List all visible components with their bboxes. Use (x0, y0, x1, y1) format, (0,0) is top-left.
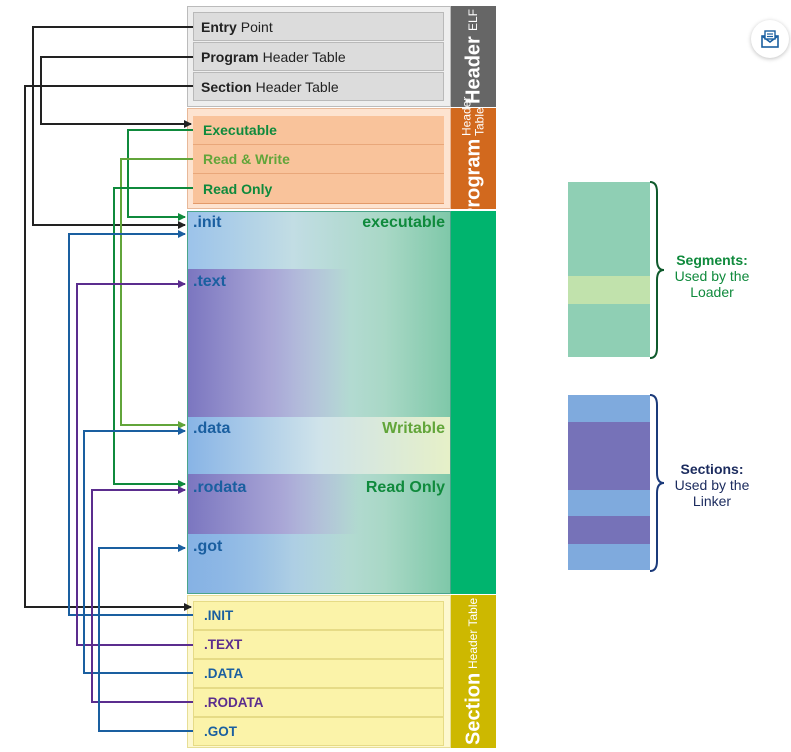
envelope-icon (761, 30, 779, 48)
arrow-entry-to-init (32, 26, 193, 229)
legend-section-4 (568, 516, 650, 544)
sections-legend-title: Sections: (680, 461, 744, 477)
section-row-init: .INIT (193, 601, 444, 630)
sections-brace (649, 394, 665, 572)
legend-section-2 (568, 422, 650, 490)
segments-legend-title: Segments: (676, 252, 748, 268)
legend-section-5 (568, 544, 650, 570)
section-label-data: .data (193, 420, 231, 437)
arrow-rodata-section (91, 486, 193, 703)
rodata-region (188, 474, 358, 534)
arrow-readonly-segment (113, 187, 193, 488)
elf-row-section-header-table: Section Header Table (193, 72, 444, 101)
arrow-program-table (40, 56, 193, 128)
segments-legend-line2: Loader (690, 284, 734, 300)
arrow-init-section (68, 230, 193, 616)
elf-row-entry-point: Entry Point (193, 12, 444, 41)
arrow-readwrite-segment (120, 158, 193, 429)
section-row-text: .TEXT (193, 630, 444, 659)
segments-legend-bar (568, 182, 650, 357)
arrow-data-section (83, 427, 193, 674)
segment-label-read-only: Read Only (365, 479, 445, 496)
segments-brace (649, 181, 665, 359)
section-row-data: .DATA (193, 659, 444, 688)
sections-legend-line2: Linker (692, 493, 732, 509)
elf-row-bold: Program (201, 48, 259, 65)
writable-region (188, 417, 450, 474)
legend-segment-3 (568, 304, 650, 357)
program-row-read-only: Read Only (193, 174, 444, 203)
section-label-text: .text (193, 273, 226, 290)
section-label-got: .got (193, 538, 223, 555)
got-region (188, 534, 348, 593)
program-row-read-write: Read & Write (193, 145, 444, 174)
elf-row-rest: Header Table (255, 78, 339, 95)
segment-label-writable: Writable (382, 420, 445, 437)
elf-row-rest: Header Table (262, 48, 346, 65)
text-region (188, 269, 350, 417)
program-row-executable: Executable (193, 116, 444, 145)
corner-envelope-button[interactable] (751, 20, 789, 58)
arrow-text-section (76, 280, 193, 646)
elf-row-bold: Entry (201, 18, 237, 35)
sections-legend-bar (568, 395, 650, 570)
elf-row-bold: Section (201, 78, 252, 95)
legend-section-3 (568, 490, 650, 516)
arrow-got-section (98, 544, 193, 732)
section-label-init: .init (193, 214, 222, 231)
legend-segment-1 (568, 182, 650, 276)
elf-row-program-header-table: Program Header Table (193, 42, 444, 71)
section-row-rodata: .RODATA (193, 688, 444, 717)
segments-legend-text: Segments: Used by the Loader (666, 252, 758, 300)
arrow-executable-segment (127, 129, 193, 221)
arrow-section-table (24, 85, 193, 611)
segments-legend-line1: Used by the (674, 268, 750, 284)
segment-label-executable: executable (362, 214, 445, 231)
sections-side-bar (451, 211, 496, 594)
section-label-rodata: .rodata (193, 479, 247, 496)
section-row-got: .GOT (193, 717, 444, 746)
elf-row-rest: Point (240, 18, 273, 35)
sections-legend-text: Sections: Used by the Linker (666, 461, 758, 509)
legend-segment-2 (568, 276, 650, 304)
sections-legend-line1: Used by the (674, 477, 750, 493)
legend-section-1 (568, 395, 650, 422)
